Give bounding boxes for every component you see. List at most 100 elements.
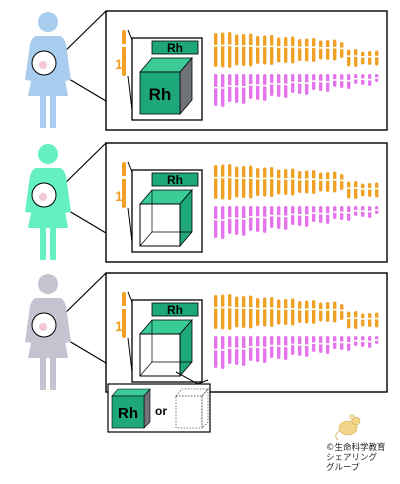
chromosome-magenta: [298, 336, 302, 356]
empty-cube-icon: [139, 188, 193, 248]
chromosome-magenta: [284, 74, 288, 98]
mouse-head: [351, 416, 361, 426]
chromosome-orange: [305, 300, 309, 324]
mouse-tail: [335, 430, 340, 441]
chromosome-band: [283, 215, 288, 218]
chromosome-orange: [375, 312, 379, 328]
chromosome-band: [220, 306, 225, 309]
chromosome-magenta: [284, 206, 288, 230]
chromosome-orange: [221, 164, 225, 200]
chromosome-orange: [375, 182, 379, 198]
chromosome-band: [241, 348, 246, 350]
chromosome-band: [290, 177, 295, 180]
chromosome-band: [367, 210, 372, 213]
chromosome-magenta: [249, 336, 253, 361]
chromosome-orange: [333, 301, 337, 323]
chromosome-magenta: [298, 74, 302, 94]
fetus-icon: [39, 61, 47, 69]
chromosome-magenta: [277, 206, 281, 229]
chromosome-magenta: [319, 336, 323, 353]
chromosome-orange: [249, 165, 253, 199]
chromosome-number-label: 1: [115, 318, 123, 334]
chromosome-orange: [354, 49, 358, 67]
chromosome-band: [262, 346, 267, 349]
chromosome-orange: [242, 34, 246, 66]
chromosome-orange: [368, 313, 372, 327]
chromosome-band: [220, 44, 225, 47]
chromosome-band: [360, 210, 365, 212]
chromosome-band: [262, 84, 267, 87]
chromosome-orange: [333, 171, 337, 193]
chromosome-band: [297, 214, 302, 216]
chromosome-orange: [284, 169, 288, 195]
chromosome-magenta: [256, 74, 260, 100]
chromosome-band: [367, 55, 372, 58]
chromosome-magenta: [221, 74, 225, 107]
chromosome-magenta: [305, 74, 309, 95]
chromosome-band: [304, 214, 309, 216]
chromosome-band: [311, 80, 316, 82]
chromosome-band: [332, 79, 337, 81]
chromosome-band: [213, 86, 218, 89]
chromosome-magenta: [263, 74, 267, 101]
chromosome-band: [255, 177, 260, 180]
chromosome-band: [269, 177, 274, 180]
chromosome-number-label: 1: [115, 56, 123, 72]
chromosome-band: [227, 217, 232, 219]
chromosome-band: [353, 317, 358, 319]
rh-locus-label: Rh: [167, 173, 183, 187]
chromosome-orange: [298, 171, 302, 193]
chromosome-band: [339, 47, 344, 50]
chromosome-band: [332, 341, 337, 343]
chromosome-band: [304, 82, 309, 84]
chromosome-band: [241, 307, 246, 309]
chromosome-band: [318, 342, 323, 345]
chromosome-orange: [291, 36, 295, 64]
chromosome-orange: [319, 40, 323, 60]
chromosome-magenta: [319, 74, 323, 91]
chromosome-orange: [256, 168, 260, 196]
chromosome-orange: [312, 38, 316, 62]
chromosome-magenta: [270, 336, 274, 358]
chromosome-orange: [291, 168, 295, 196]
chromosome-orange: [375, 50, 379, 66]
chromosome-band: [248, 45, 253, 47]
chromosome-orange: [361, 183, 365, 197]
chromosome-set: 1: [115, 161, 379, 243]
mother-icon: [25, 274, 71, 390]
chromosome-orange: [228, 32, 232, 68]
chromosome-magenta: [256, 206, 260, 232]
chromosome-magenta: [319, 206, 323, 223]
chromosome-orange: [326, 40, 330, 60]
chromosome-band: [248, 346, 253, 348]
chromosome-orange: [340, 42, 344, 58]
mouse-ear: [349, 414, 355, 420]
rh-cube-label: Rh: [149, 85, 172, 104]
zoom-line-bottom: [127, 75, 133, 111]
chromosome-band: [262, 216, 267, 219]
chromosome-magenta: [221, 336, 225, 369]
chromosome-band: [353, 78, 358, 80]
chromosome-band: [248, 177, 253, 179]
chromosome-magenta: [270, 206, 274, 228]
chromosome-magenta: [291, 336, 295, 355]
chromosome-number-label: 1: [115, 188, 123, 204]
rh-locus-bar: [151, 302, 199, 317]
chromosome-band: [255, 307, 260, 310]
chromosome-band: [248, 216, 253, 218]
chromosome-orange: [361, 313, 365, 327]
chromosome-band: [283, 83, 288, 86]
rh-locus-bar: [151, 172, 199, 187]
chromosome-band: [227, 176, 232, 179]
mouse-body: [338, 420, 358, 436]
chromosome-magenta: [228, 336, 232, 364]
chromosome-band: [290, 213, 295, 216]
chromosome-band: [262, 307, 267, 310]
chromosome-set: 1: [115, 29, 379, 111]
chromosome-band: [325, 47, 330, 49]
zoom-line-top: [127, 161, 133, 173]
chromosome-orange: [214, 33, 218, 67]
dotted-cube-front: [175, 395, 203, 429]
chromosome-orange: [340, 174, 344, 190]
